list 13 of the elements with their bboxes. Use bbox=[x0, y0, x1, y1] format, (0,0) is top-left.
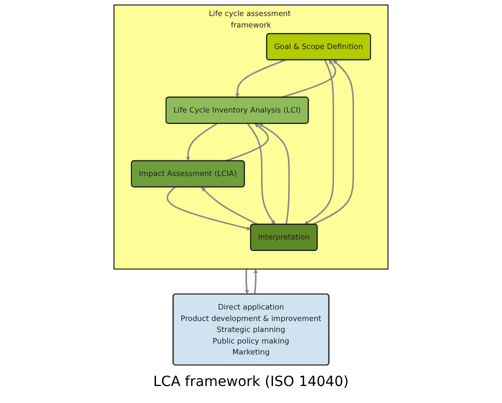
arrow bbox=[244, 269, 250, 294]
arrow bbox=[166, 186, 252, 230]
arrow bbox=[246, 123, 276, 225]
arrow bbox=[258, 123, 290, 225]
arrow bbox=[186, 122, 218, 162]
arrow bbox=[254, 268, 258, 294]
arrow bbox=[235, 59, 286, 98]
caption: LCA framework (ISO 14040) bbox=[153, 374, 349, 390]
arrow bbox=[225, 123, 269, 162]
arrow bbox=[201, 186, 258, 226]
arrow bbox=[280, 60, 336, 98]
arrow bbox=[312, 60, 354, 226]
arrow bbox=[304, 60, 334, 225]
